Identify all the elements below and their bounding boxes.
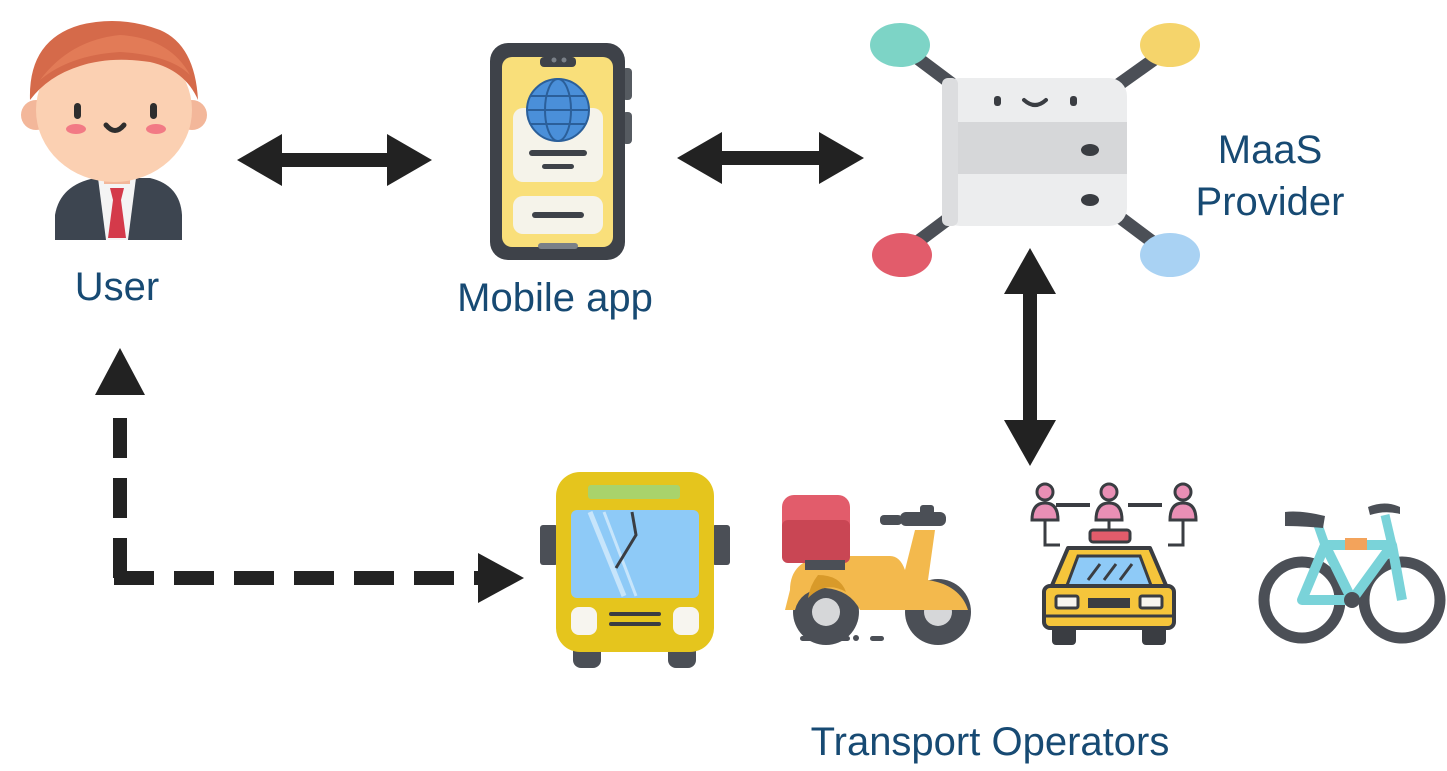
bicycle-icon [1258, 503, 1446, 644]
arrow-mobile-maas [677, 132, 864, 184]
user-label: User [74, 265, 160, 309]
mobile-app-label: Mobile app [457, 276, 653, 320]
maas-provider-label-line2: Provider [1195, 180, 1345, 224]
taxi-network-icon [1030, 482, 1198, 645]
transport-operators-label: Transport Operators [810, 720, 1170, 764]
server-hub-icon [870, 23, 1200, 277]
arrow-operators-user-dashed [95, 348, 524, 603]
arrow-user-mobile [237, 134, 432, 186]
bus-icon [540, 472, 730, 668]
user-avatar-icon [21, 21, 207, 240]
smartphone-globe-icon [490, 43, 632, 260]
scooter-icon [782, 495, 971, 645]
maas-provider-label-line1: MaaS [1217, 128, 1323, 172]
arrow-maas-operators [1004, 248, 1056, 466]
